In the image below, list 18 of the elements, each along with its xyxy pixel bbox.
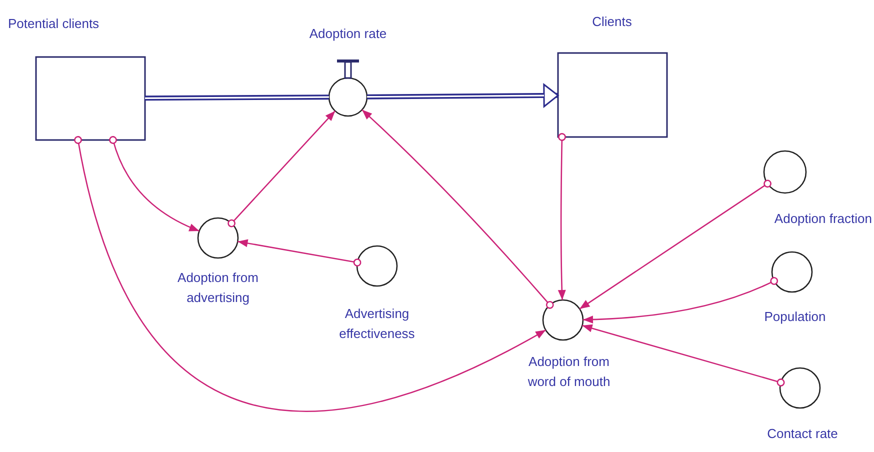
variable-label: Potential clients xyxy=(8,15,100,33)
variable-label: Adoption rate xyxy=(309,25,387,43)
variable-label: Adoption from word of mouth xyxy=(526,353,612,391)
link-arrow xyxy=(582,324,785,386)
link-arrow xyxy=(558,133,566,300)
link-arrow xyxy=(579,180,772,310)
variable-label: Adoption from advertising xyxy=(176,269,260,307)
link-arrow xyxy=(109,136,200,232)
variable-label: Population xyxy=(764,308,826,326)
variable-label: Contact rate xyxy=(767,425,838,443)
link-arrow xyxy=(238,239,362,266)
variable-label: Adoption fraction xyxy=(774,210,872,228)
link-arrow xyxy=(74,136,546,412)
link-arrow xyxy=(362,109,554,309)
variable-label: Advertising effectiveness xyxy=(338,305,416,343)
variable-label: Clients xyxy=(592,13,632,31)
link-arrow xyxy=(228,110,336,228)
link-arrow xyxy=(582,277,778,324)
